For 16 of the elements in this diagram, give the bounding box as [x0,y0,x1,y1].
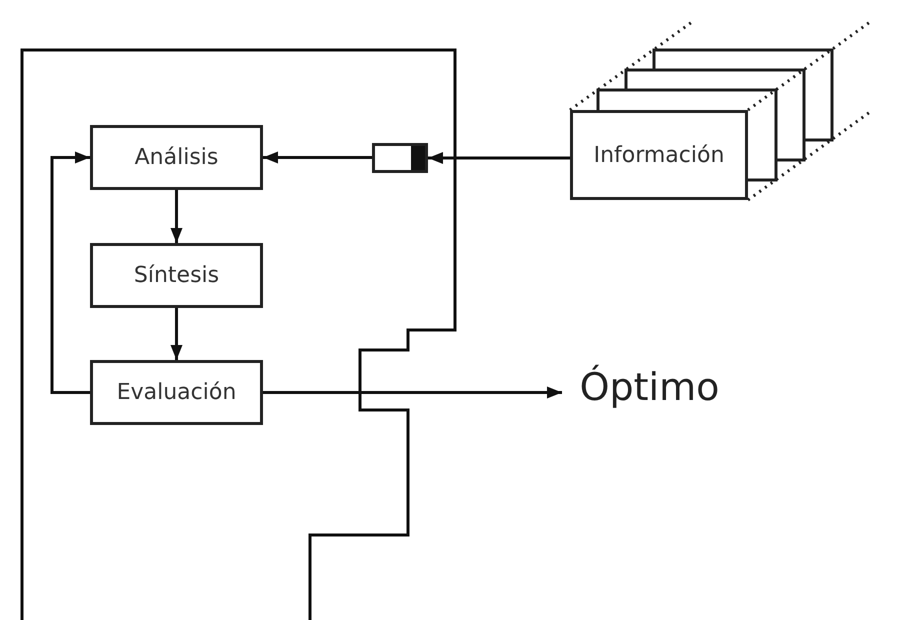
node-label: Síntesis [134,263,220,288]
node-label: Análisis [134,145,218,170]
arrow [170,190,182,243]
process-box [90,243,263,308]
filter-symbol [372,143,428,173]
process-box [90,125,263,190]
information-card [570,110,748,200]
arrow [50,152,90,394]
arrow [428,152,570,164]
arrow [263,386,562,398]
output-label: Óptimo [580,365,720,409]
arrow [170,308,182,360]
process-box [90,360,263,425]
arrow [263,152,372,164]
node-label: Información [594,142,724,168]
node-label: Evaluación [116,380,236,405]
